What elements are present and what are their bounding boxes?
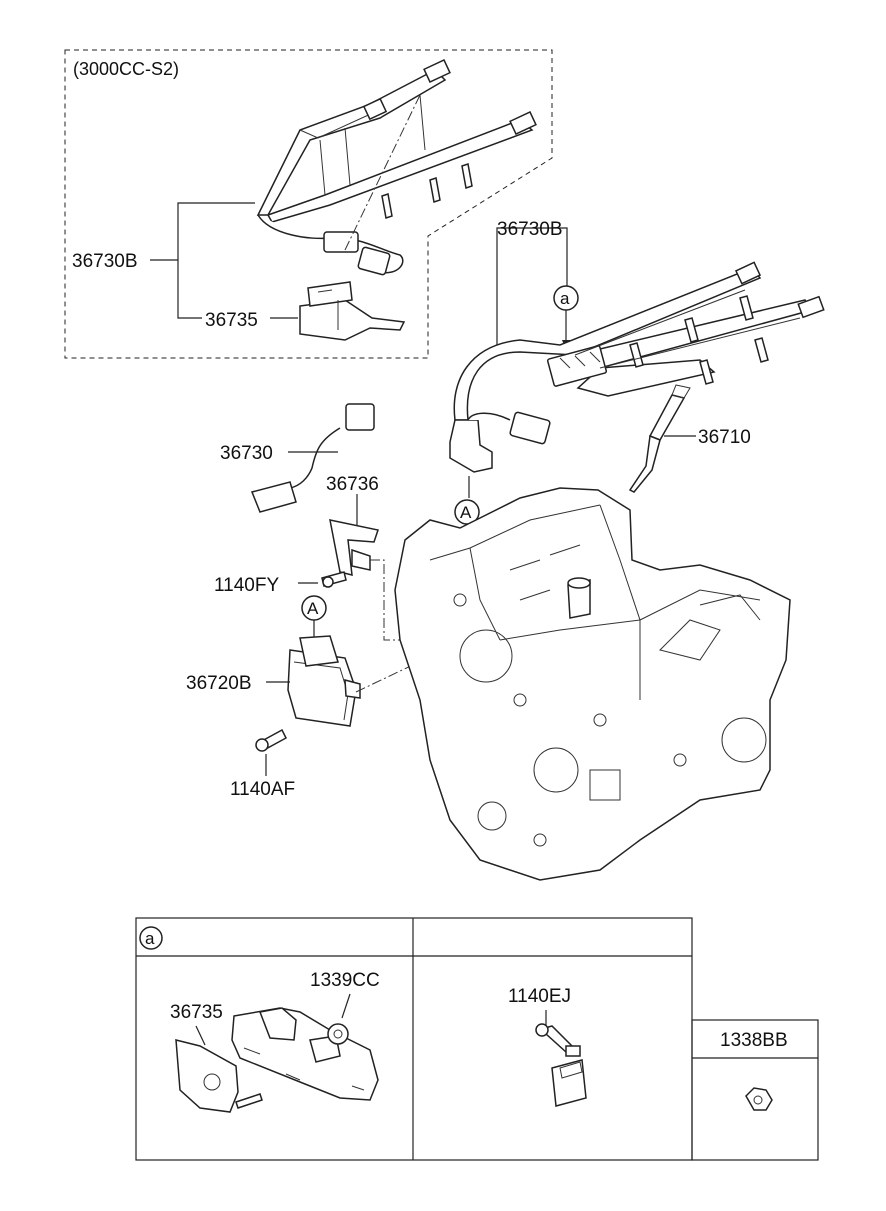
table-label-36735: 36735 xyxy=(170,1002,223,1023)
label-sensor-harness: 36730 xyxy=(220,443,273,464)
variant-harness-drawing xyxy=(256,59,537,341)
label-bolt-af: 1140AF xyxy=(230,779,295,800)
variant-note: (3000CC-S2) xyxy=(73,59,179,79)
label-harness-variant: 36730B xyxy=(72,251,138,272)
bracket-36736: 36736 1140FY xyxy=(214,474,442,641)
main-harness: 36730B a A xyxy=(449,219,825,525)
label-glow-plug: 36710 xyxy=(698,427,751,448)
label-bracket-variant: 36735 xyxy=(205,310,258,331)
label-module: 36720B xyxy=(186,673,252,694)
sensor-harness: 36730 xyxy=(220,403,375,513)
table-label-1140EJ: 1140EJ xyxy=(508,986,571,1007)
svg-text:A: A xyxy=(460,503,472,522)
parts-table: a 1338BB 36735 1339CC 1140EJ xyxy=(135,917,819,1161)
label-bolt-fy: 1140FY xyxy=(214,575,279,596)
table-callout-a-text: a xyxy=(145,929,155,948)
callout-lower-a-text: a xyxy=(560,289,570,308)
variant-box: (3000CC-S2) 36730B 36735 xyxy=(64,49,553,359)
table-header-1338BB: 1338BB xyxy=(720,1030,788,1051)
table-callout-a xyxy=(139,926,163,950)
label-bracket: 36736 xyxy=(326,474,379,495)
callout-upper-A-text: A xyxy=(307,599,319,618)
engine-block xyxy=(394,487,791,881)
label-harness-main: 36730B xyxy=(497,219,563,240)
table-label-1339CC: 1339CC xyxy=(310,970,380,991)
glow-plug: 36710 xyxy=(628,384,751,493)
